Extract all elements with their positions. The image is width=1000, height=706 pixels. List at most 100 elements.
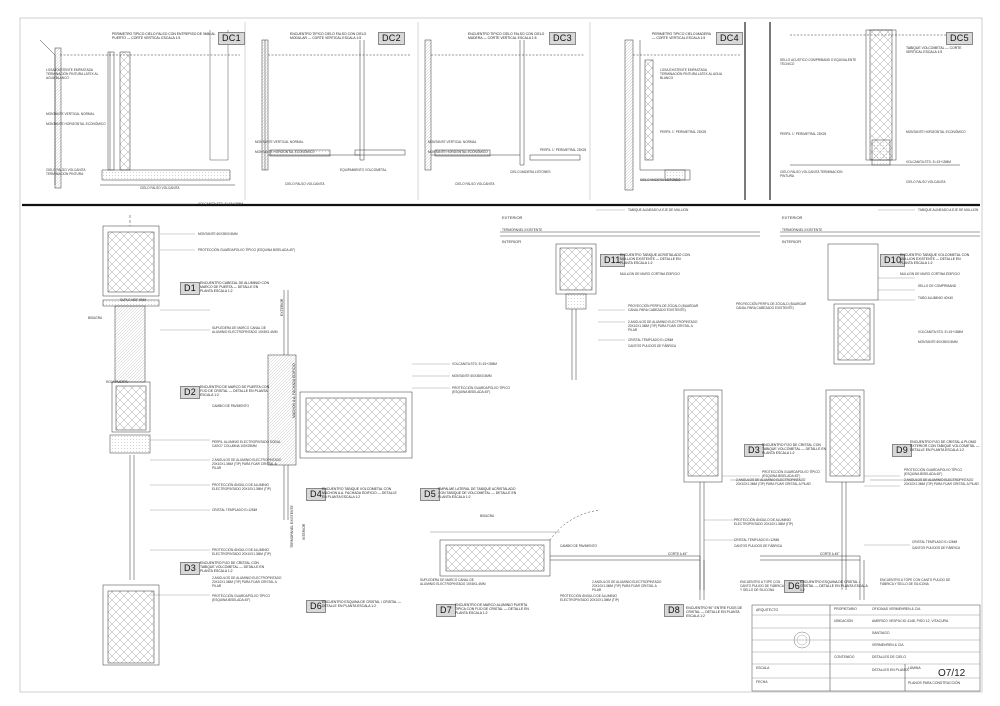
note-cantos-d8: CANTOS PULIDOS DE FÁBRICA (734, 544, 783, 548)
note-montante-d10: MONTANTE 60x38x0.5MM (918, 340, 958, 344)
caption-d10: ENCUENTRO TABIQUE VOLCOMETAL CON MULLION… (900, 253, 970, 266)
detail-tag-dc2: DC2 (378, 32, 405, 45)
tb-project-2: AMERICO VESPUCIO 4148, PISO 12, VITACURA (872, 619, 949, 623)
note-volcanita-dc5: VOLCANITA STD. E=15+15MM (906, 160, 951, 164)
tb-project-3: SANTIAGO (872, 631, 890, 635)
detail-tag-dc1: DC1 (218, 32, 245, 45)
label-termopanel-d4: TERMOPANEL EXISTENTE (290, 505, 294, 548)
note-encuentro-tope-b: ENCUENTRO A TOPE CON CANTO PULIDO DE FÁB… (880, 578, 951, 586)
caption-d3b: ENCUENTRO FIJO DE CRISTAL CON TABIQUE VO… (762, 443, 827, 456)
note-cambio-pav-d2: CAMBIO DE PAVIMENTO (212, 404, 250, 408)
note-suple-marco: SUPLEDERA DE MARCO CANAL DE ALUMINIO ELE… (212, 326, 278, 334)
caption-dc1: PERIMETRO TIPICO CIELO FALSO CON ENTREPI… (112, 32, 216, 41)
detail-tag-d11: D11 (600, 254, 625, 267)
note-termopanel-d11: TERMOPANEL EXISTENTE (502, 228, 543, 232)
note-suple: SUPLE MDF 8MM (120, 298, 147, 302)
detail-tag-d2: D2 (180, 386, 201, 399)
note-montante-dc1: MONTANTE VERTICAL NORMAL (46, 112, 95, 116)
note-cristal-d11: CRISTAL TEMPLADO E=12MM (628, 338, 674, 342)
caption-d4: ENCUENTRO TABIQUE VOLCOMETAL CON MACHON … (322, 487, 397, 500)
tb-project-4: VERMEHREN & CIA (872, 643, 904, 647)
note-proteccion-angulo-d3: PROTECCIÓN ÁNGULO DE ALUMINIO ELECTROPIN… (212, 548, 271, 556)
note-montante-d1: MONTANTE 60x38x0.5MM (198, 232, 238, 236)
note-losa-dc4: LOSA EXISTENTE EMPASTADA TERMINACIÓN PIN… (660, 68, 722, 80)
note-montante-h-dc3: MONTANTE HORIZONTAL ECONÓMICO (428, 150, 488, 154)
note-perfil-l-dc5: PERFIL 'L' PERIMETRAL 25X25 (780, 132, 827, 136)
note-corte45-a: CORTE A 45° (668, 552, 688, 556)
caption-d6: ENCUENTRO ESQUINA DE CRISTAL / CRISTAL —… (322, 600, 402, 609)
tb-project-6: DETALLES EN PLANTA (872, 668, 909, 672)
note-proteccion-angulo-d2: PROTECCIÓN ÁNGULO DE ALUMINIO ELECTROPIN… (212, 483, 271, 491)
tb-sheet-title: PLANOS PARA CONSTRUCCIÓN (908, 681, 961, 685)
note-proteccion-angulo-d8: PROTECCIÓN ÁNGULO DE ALUMINIO ELECTROPIN… (734, 518, 793, 526)
tb-project-1: OFICINAS VERMEHREN & CIA (872, 607, 921, 611)
note-losa-dc1: LOSA EXISTENTE EMPASTADA TERMINACIÓN PIN… (46, 68, 99, 80)
note-proteccion-angulo-d7: PROTECCIÓN ÁNGULO DE ALUMINIO ELECTROPIN… (560, 594, 619, 602)
note-exterior-d11: EXTERIOR (502, 215, 523, 220)
caption-d5: EMPALME LATERAL DE TABIQUE ACRISTALADO C… (438, 487, 517, 500)
note-cristal-d3: CRISTAL TEMPLADO E=12MM (212, 508, 258, 512)
note-angulos-d11: 2 ANGULOS DE ALUMINIO ELECTROPINTADO 20X… (628, 320, 698, 332)
note-volcanita-d10: VOLCANITA STD. E=15+15MM (918, 330, 963, 334)
tb-label-contenido: CONTENIDO (834, 655, 855, 659)
tb-label-propietario: PROPIETARIO (834, 607, 857, 611)
tb-project-5: DETALLES DE CIELO (872, 655, 906, 659)
caption-dc5: TABIQUE VOLCOMETAL — CORTE VERTICAL ESCA… (906, 46, 962, 55)
note-perfil-alum-d2: PERFIL ALUMINIO ELECTROPINTADO SODAL CAS… (212, 440, 281, 448)
detail-tag-d5: D5 (420, 488, 441, 501)
note-tubo-d10: TUBO ALUMINIO 40X40 (918, 296, 954, 300)
note-corte45-b: CORTE A 45° (820, 552, 840, 556)
note-hoja-puerta: HOJA PUERTA (106, 380, 128, 384)
note-cielo-dc3: CIELO FALSO VOLCANITA (455, 182, 495, 186)
note-proteccion-d1: PROTECCIÓN GUARDAPOLVO TÍPICO (ESQUINA B… (198, 248, 296, 252)
note-mullion-d10: MULLION DE MURO CORTINA EDIFICIO (900, 272, 960, 276)
note-tabique-alineado-d11: TABIQUE ALINEADO A EJE DE MULLION (628, 208, 689, 212)
detail-tag-dc5: DC5 (946, 32, 973, 45)
tb-sheet-number: O7/12 (938, 668, 966, 679)
note-cielofalso-dc1: CIELO FALSO VOLCANITA (140, 186, 180, 190)
note-equip-dc2: EQUIPAMIENTO VOLCOMETAL (340, 168, 387, 172)
note-cristal-d9: CRISTAL TEMPLADO E=12MM (912, 540, 958, 544)
note-cielo-dc1: CIELO FALSO VOLCANITA TERMINACION PINTUR… (46, 168, 86, 176)
note-montante-d4: MONTANTE 60x38x0.5MM (452, 374, 492, 378)
note-proteccion-d9: PROTECCIÓN GUARDAPOLVO TÍPICO (ESQUINA B… (904, 468, 962, 476)
detail-tag-d7: D7 (436, 604, 457, 617)
note-proteccion-d3b: PROTECCIÓN GUARDAPOLVO TÍPICO (ESQUINA B… (762, 470, 820, 478)
note-bisagra-d1: BISAGRA (88, 316, 103, 320)
note-interior-d10: INTERIOR (782, 239, 802, 244)
note-angulos-d3: 2 ANGULOS DE ALUMINIO ELECTROPINTADO 20X… (212, 576, 282, 588)
detail-tag-d4: D4 (306, 488, 327, 501)
note-termopanel-d10: TERMOPANEL EXISTENTE (782, 228, 823, 232)
caption-d1: ENCUENTRO CABEZAL DE ALUMINIO CON MARCO … (200, 281, 270, 294)
caption-d3: ENCUENTRO FIJO DE CRISTAL CON TABIQUE VO… (200, 561, 265, 574)
note-cielofalso-dc5: CIELO FALSO VOLCANITA (906, 180, 946, 184)
label-machon: MACHON A.A. FACHADA EDIFICIO (292, 363, 296, 418)
note-interior-d11: INTERIOR (502, 239, 522, 244)
note-zocalo-d10: PROYECCIÓN PERFIL DE ZÓCALO (BUARDAR CAN… (736, 302, 807, 310)
detail-tag-dc4: DC4 (716, 32, 743, 45)
tb-label-ubicacion: UBICACIÓN (834, 619, 853, 623)
caption-dc2: ENCUENTRO TIPICO CIELO FALSO CON CIELO M… (290, 32, 367, 41)
caption-d9: ENCUENTRO FIJO DE CRISTAL A PLOMO EXTERI… (910, 440, 980, 453)
detail-tag-d6-left: D6 (306, 600, 327, 613)
caption-d7: ENCUENTRO DE MARCO ALUMINIO PUERTA TIPIC… (455, 603, 529, 616)
note-cantos-d11: CANTOS PULIDOS DE FÁBRICA (628, 344, 677, 348)
note-volcanita-d4: VOLCANITA STD. E=15+15MM (452, 362, 497, 366)
note-bisagra-d7: BISAGRA (480, 514, 495, 518)
note-mullion-d11: MULLION DE MURO CORTINA EDIFICIO (620, 272, 680, 276)
note-montante-h-dc5: MONTANTE HORIZONTAL ECONÓMICO (906, 130, 966, 134)
detail-tag-d6-right: D6 (784, 580, 805, 593)
caption-dc3: ENCUENTRO TIPICO CIELO FALSO CON CIELO M… (468, 32, 545, 41)
tb-label-fecha: FECHA (756, 680, 768, 684)
caption-d11: ENCUENTRO TABIQUE ACRISTALADO CON MULLIO… (620, 253, 690, 266)
label-interior-d4: INTERIOR (302, 523, 306, 540)
caption-d2: ENCUENTRO DE MARCO DE PUERTA CON FIJO DE… (200, 385, 270, 398)
note-suple-marco-d7: SUPLEDERA DE MARCO CANAL DE ALUMINIO ELE… (420, 578, 486, 586)
note-sello-d10: SELLO DE COMPRIBAND (918, 284, 957, 288)
detail-tag-d3: D3 (180, 562, 201, 575)
note-angulos-d3b: 2 ANGULOS DE ALUMINIO ELECTROPINTADO 20X… (736, 478, 811, 486)
note-montante-h-dc1: MONTANTE HORIZONTAL ECONÓMICO (46, 122, 106, 126)
detail-tag-dc3: DC3 (549, 32, 576, 45)
note-sello-dc5: SELLO ACUSTICO COMPRIBAND O EQUIVALENTE … (780, 58, 857, 66)
